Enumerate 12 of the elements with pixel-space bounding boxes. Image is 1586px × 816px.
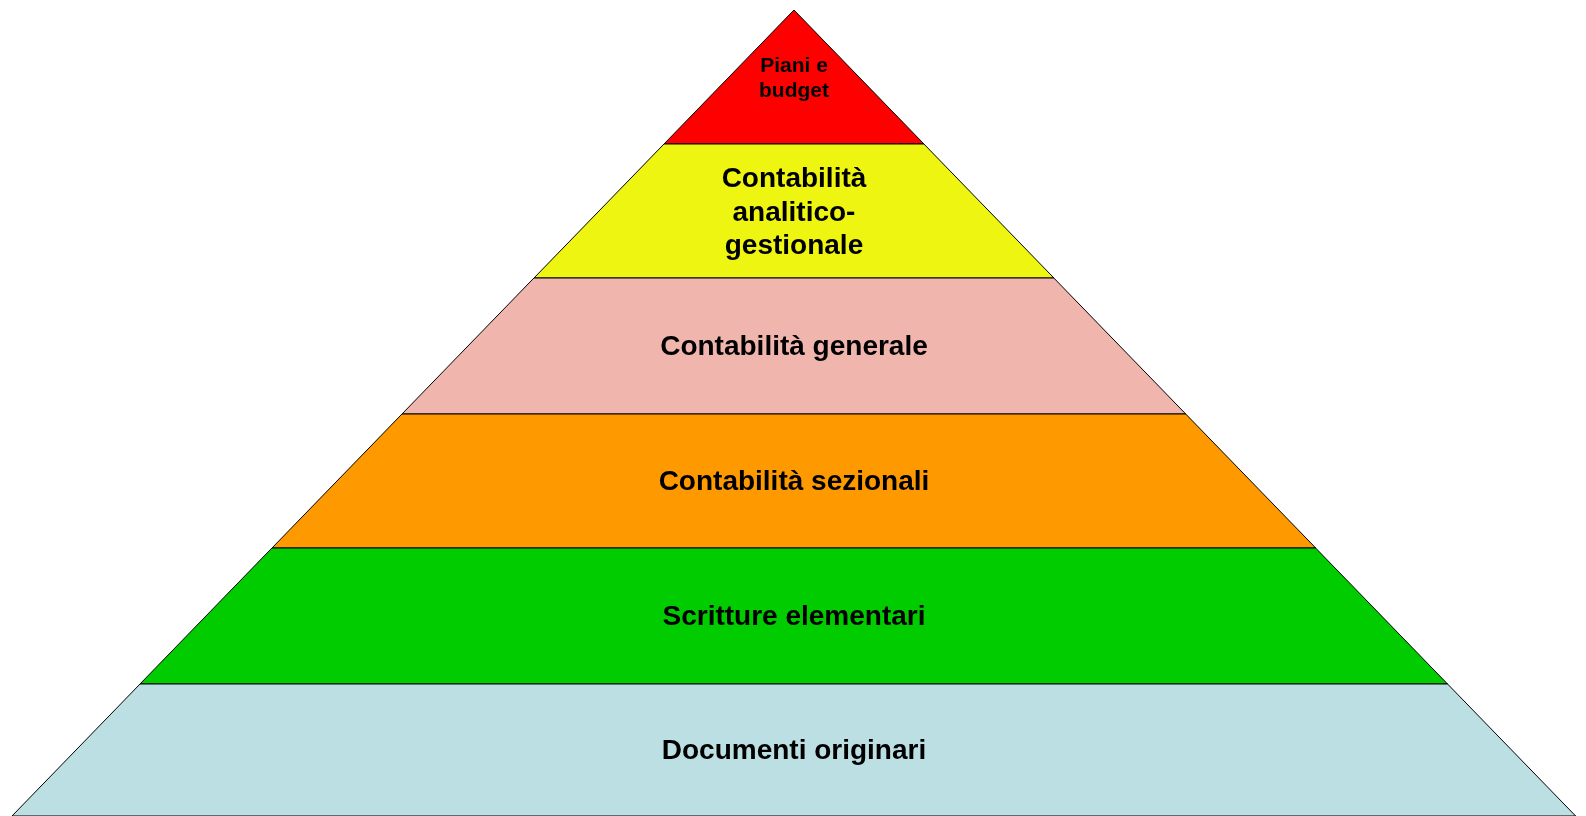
layer-label: Scritture elementari	[661, 599, 927, 633]
layer-label: Contabilità sezionali	[657, 464, 931, 498]
pyramid-layer	[664, 10, 924, 144]
pyramid-layer	[140, 548, 1448, 684]
layer-label: Contabilità analitico-gestionale	[720, 160, 868, 262]
pyramid-layer	[534, 144, 1054, 278]
layer-label: Contabilità generale	[659, 329, 929, 363]
layer-label: Documenti originari	[660, 733, 928, 767]
pyramid-layer	[272, 414, 1316, 548]
layer-label: Piani e budget	[758, 51, 830, 103]
pyramid-layer	[12, 684, 1576, 816]
pyramid-layer	[402, 278, 1186, 414]
